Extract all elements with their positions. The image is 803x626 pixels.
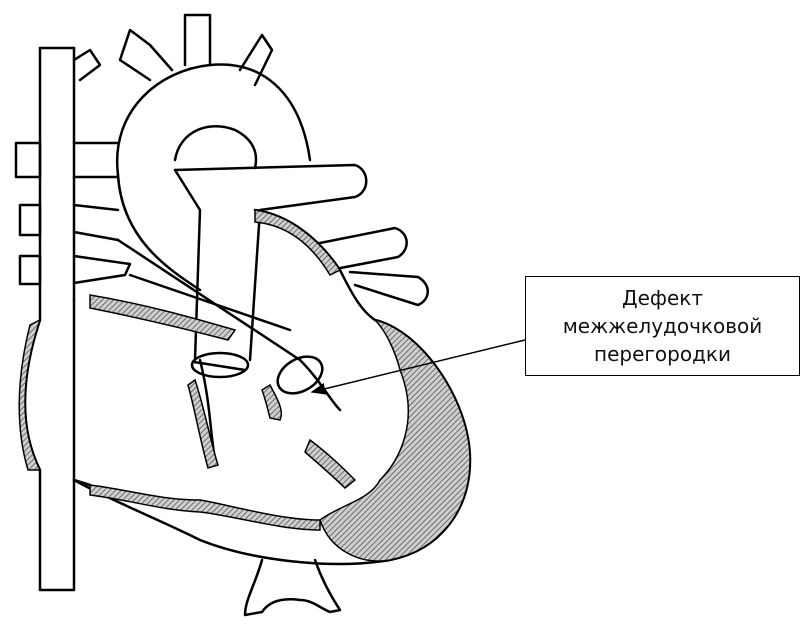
label-line-1: Дефект — [622, 284, 703, 312]
defect-label: Дефект межжелудочковой перегородки — [525, 276, 800, 376]
tissue-shading — [19, 210, 470, 561]
inferior-vessel — [245, 560, 340, 615]
superior-vena-cava — [40, 48, 74, 320]
svc-top-branch — [74, 50, 100, 80]
label-line-2: межжелудочковой — [563, 312, 763, 340]
aortic-arch — [117, 64, 310, 290]
aortic-branches — [120, 15, 272, 85]
atrial-lines — [118, 240, 300, 360]
pulmonary-trunk-lines — [74, 143, 130, 283]
valves — [192, 349, 329, 401]
heart-outline — [25, 320, 90, 590]
pulmonary-vein-stubs-left — [16, 143, 40, 284]
label-line-3: перегородки — [594, 340, 731, 368]
